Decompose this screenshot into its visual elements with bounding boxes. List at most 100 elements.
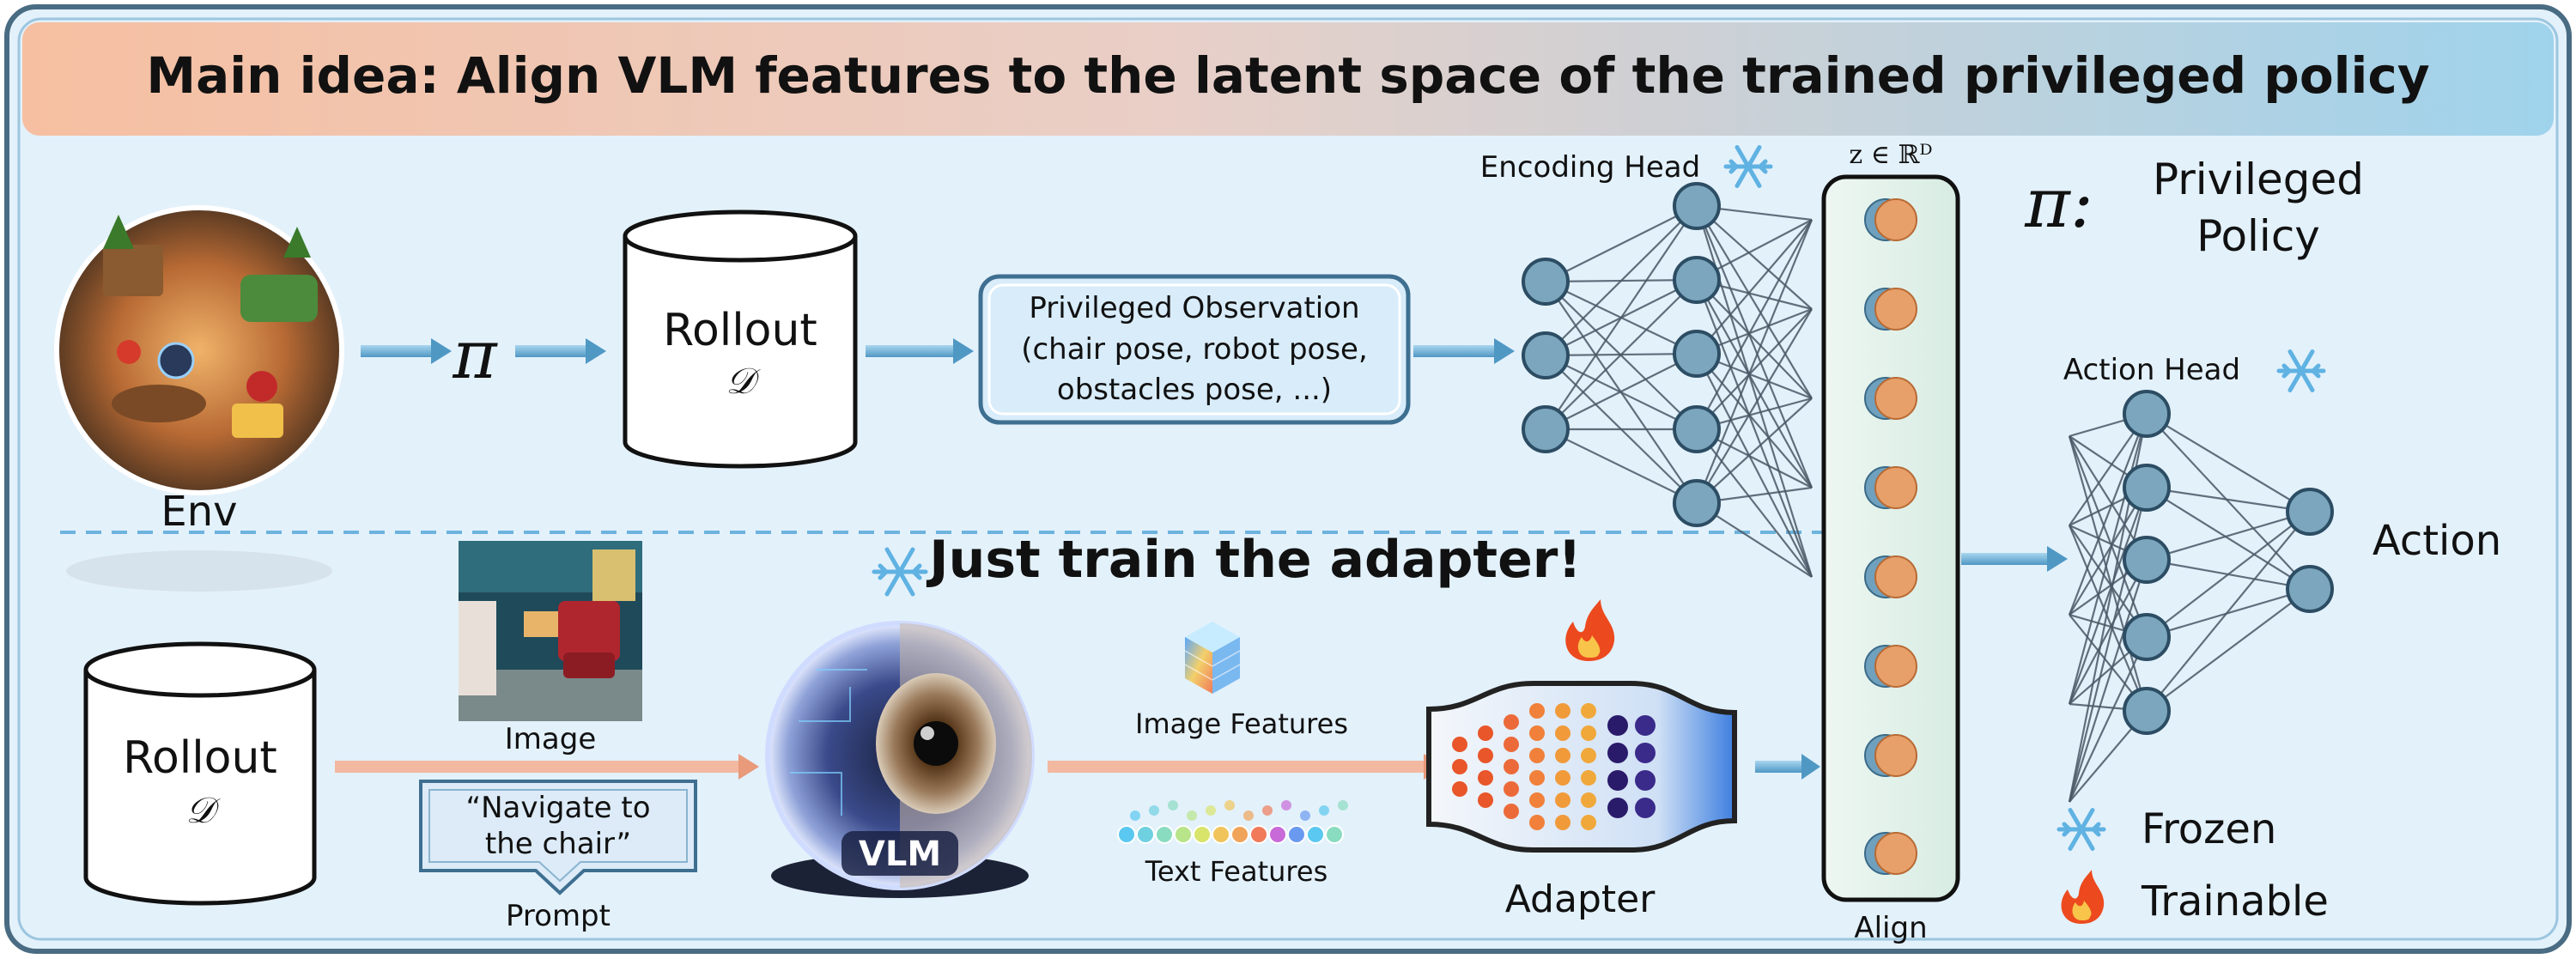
adapter-dot	[1529, 703, 1545, 719]
adapter-dot	[1581, 725, 1596, 741]
adapter-dot	[1635, 715, 1656, 736]
adapter-dot	[1452, 781, 1467, 797]
encoder-to-latent-edge	[1696, 279, 1813, 489]
text-feature-spark	[1319, 805, 1329, 816]
encoder-edge	[1545, 428, 1698, 504]
adapter-dot	[1607, 743, 1628, 763]
text-feature-spark	[1338, 800, 1348, 810]
inner-frame	[17, 17, 2559, 941]
adapter-dot	[1478, 792, 1493, 808]
adapter-dot	[1478, 748, 1493, 763]
encoder-to-latent-edge	[1695, 205, 1814, 489]
pi-symbol: π	[452, 317, 498, 394]
latent-node-orange	[1874, 555, 1917, 598]
latent-to-action-edge	[2068, 487, 2148, 705]
encoder-edge	[1545, 205, 1698, 282]
text-feature-spark	[1281, 800, 1291, 810]
encoder-edge	[1545, 279, 1698, 430]
latent-to-action-edge	[2069, 487, 2148, 616]
encoding-head-label: Encoding Head	[1480, 150, 1700, 185]
adapter-dot	[1529, 792, 1545, 808]
action-label: Action	[2372, 517, 2501, 565]
action-edge	[2146, 510, 2311, 561]
action-edge	[2146, 511, 2311, 712]
action-head-snowflake-icon	[2276, 349, 2326, 392]
legend-trainable-label: Trainable	[2141, 877, 2329, 926]
adapter-dot	[1555, 770, 1571, 786]
text-features-strip-icon	[1117, 800, 1348, 844]
encoding-head-nodes	[1522, 182, 1721, 527]
privileged-observation-box	[978, 274, 1411, 425]
text-feature-spark	[1187, 810, 1197, 821]
latent-to-action-edge	[2068, 413, 2148, 616]
legend-frozen-label: Frozen	[2142, 805, 2276, 853]
adapter-dot	[1555, 792, 1571, 808]
text-feature-dot	[1155, 825, 1174, 844]
priv-obs-line-1: Privileged Observation	[1029, 291, 1359, 325]
policy-line-1: Privileged	[2153, 155, 2364, 204]
action-hidden-node	[2123, 464, 2171, 512]
encoder-to-latent-edge	[1696, 353, 1813, 489]
text-feature-spark	[1149, 805, 1159, 816]
action-edge	[2146, 487, 2311, 590]
encoder-to-latent-edge	[1696, 205, 1813, 399]
text-feature-dot	[1193, 825, 1212, 844]
text-feature-dot	[1136, 825, 1155, 844]
encoder-to-latent-edge	[1695, 279, 1814, 578]
image-features-label: Image Features	[1135, 707, 1348, 740]
adapter-dot	[1581, 770, 1596, 786]
policy-line-2: Policy	[2196, 211, 2320, 261]
latent-node-orange	[1874, 466, 1917, 509]
prompt-line-1: “Navigate to	[465, 791, 650, 825]
adapter-dot	[1635, 770, 1656, 791]
adapter-dot	[1581, 792, 1596, 808]
adapter-dot	[1555, 748, 1571, 763]
adapter-dot	[1504, 714, 1519, 730]
image-label: Image	[505, 722, 596, 756]
action-hidden-node	[2123, 613, 2171, 661]
text-feature-spark	[1262, 805, 1273, 816]
action-output-node	[2286, 565, 2334, 613]
encoder-output-node	[1673, 330, 1721, 378]
adapter-dot	[1635, 743, 1656, 763]
legend-frozen-icon	[2057, 808, 2106, 851]
adapter-flame-icon	[1565, 599, 1615, 661]
adapter-dot	[1581, 703, 1596, 719]
latent-to-action-edge	[2068, 413, 2148, 705]
text-feature-spark	[1300, 810, 1310, 821]
adapter-dot	[1635, 798, 1656, 818]
encoder-input-node	[1522, 331, 1570, 379]
adapter-label: Adapter	[1505, 877, 1656, 921]
adapter-dot	[1607, 715, 1628, 736]
encoder-to-latent-edge	[1696, 219, 1813, 355]
adapter-dot	[1607, 770, 1628, 791]
action-hidden-node	[2123, 687, 2171, 735]
adapter-dot	[1529, 725, 1545, 741]
adapter-dot	[1504, 737, 1519, 752]
text-feature-dot	[1212, 825, 1230, 844]
encoder-input-node	[1522, 258, 1570, 306]
latent-node-orange	[1874, 645, 1917, 688]
adapter-dot	[1452, 737, 1467, 752]
encoder-to-latent-edge	[1696, 308, 1813, 430]
encoder-edge	[1545, 353, 1698, 430]
text-feature-spark	[1243, 810, 1254, 821]
action-edge	[2146, 486, 2311, 513]
adapter-dot	[1504, 804, 1519, 819]
adapter-dot	[1478, 725, 1493, 741]
text-feature-spark	[1130, 810, 1140, 821]
arrow-latent-to-action-head	[1961, 546, 2068, 572]
encoder-to-latent-edge	[1695, 219, 1814, 504]
action-edge	[2146, 413, 2311, 590]
adapter-dot	[1581, 748, 1596, 763]
encoding-head-snowflake-icon	[1723, 145, 1773, 188]
encoder-to-latent-edge	[1696, 279, 1813, 399]
image-features-cube-icon	[1184, 622, 1241, 694]
vlm-label: VLM	[859, 835, 941, 874]
red-armchair	[558, 601, 620, 661]
text-feature-spark	[1168, 800, 1178, 810]
encoder-input-node	[1522, 405, 1570, 453]
env-sofa	[240, 275, 318, 322]
